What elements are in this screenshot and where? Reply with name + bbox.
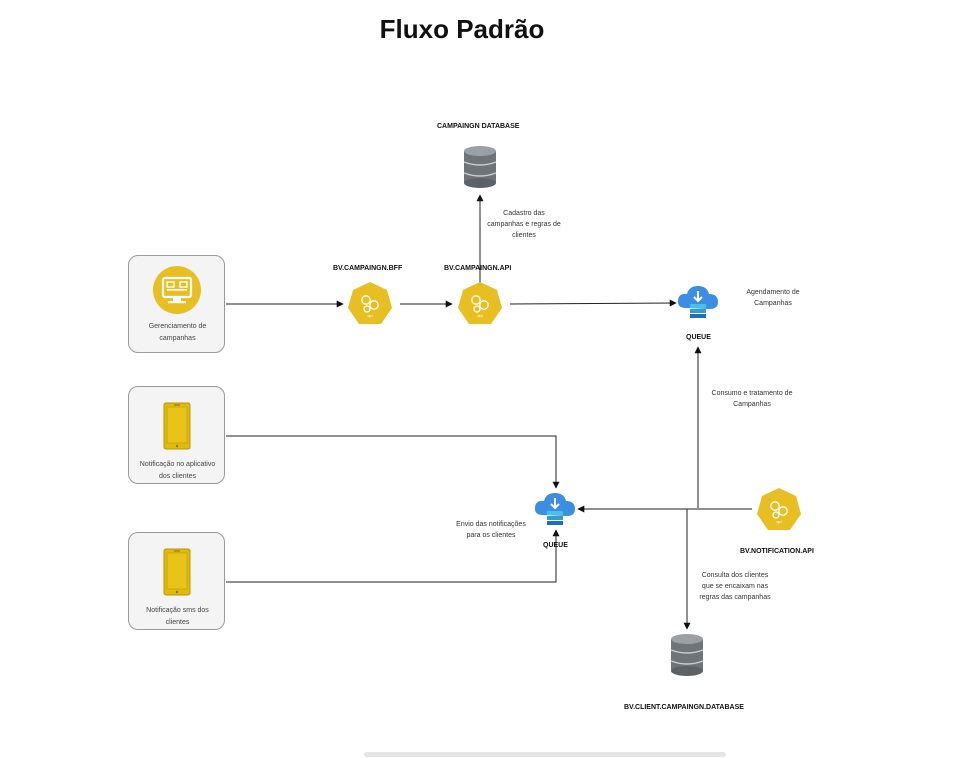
edge-app-to-queue (226, 435, 560, 489)
api-hexagon-icon[interactable]: api (756, 487, 802, 533)
edge-sms-to-queue (226, 529, 560, 583)
phone-icon (163, 548, 191, 596)
bff-label: BV.CAMPAINGN.BFF (333, 265, 403, 272)
svg-text:api: api (477, 313, 482, 318)
api-hexagon-icon[interactable]: api (347, 281, 393, 327)
notification-api-label: BV.NOTIFICATION.API (740, 548, 814, 555)
schedule-note: Agendamento de Campanhas (746, 289, 800, 307)
queue-cloud-icon[interactable] (676, 284, 720, 322)
campaign-db-label: CAMPAINGN DATABASE (437, 123, 520, 130)
svg-text:api: api (367, 313, 372, 318)
send-note: Envio das notificações para os clientes (456, 521, 526, 539)
client-db-label: BV.CLIENT.CAMPAINGN.DATABASE (624, 704, 744, 711)
svg-text:api: api (776, 519, 781, 524)
app-notification-card[interactable]: Notificação no aplicativo dos clientes (128, 386, 225, 484)
edge-api-to-queue (509, 299, 677, 307)
register-note: Cadastro das campanhas e regras de clien… (487, 210, 561, 239)
queue-bottom-label: QUEUE (543, 542, 568, 549)
queue-cloud-icon[interactable] (533, 491, 577, 529)
query-note: Consulta dos clientes que se encaixam na… (699, 572, 771, 601)
sms-notification-card-label: Notificação sms dos clientes (146, 607, 209, 626)
sms-notification-card[interactable]: Notificação sms dos clientes (128, 532, 225, 630)
phone-icon (163, 402, 191, 450)
api-label: BV.CAMPAINGN.API (444, 265, 512, 272)
app-notification-card-label: Notificação no aplicativo dos clientes (139, 461, 216, 480)
horizontal-scrollbar[interactable] (364, 752, 726, 757)
api-hexagon-icon[interactable]: api (457, 281, 503, 327)
management-card[interactable]: Gerenciamento de campanhas (128, 255, 225, 353)
consume-note: Consumo e tratamento de Campanhas (711, 390, 793, 408)
management-card-label: Gerenciamento de campanhas (148, 323, 207, 342)
database-icon[interactable] (670, 633, 704, 677)
database-icon[interactable] (463, 145, 497, 189)
monitor-icon (153, 266, 201, 314)
queue-top-label: QUEUE (686, 334, 711, 341)
page-title: Fluxo Padrão (379, 14, 545, 44)
